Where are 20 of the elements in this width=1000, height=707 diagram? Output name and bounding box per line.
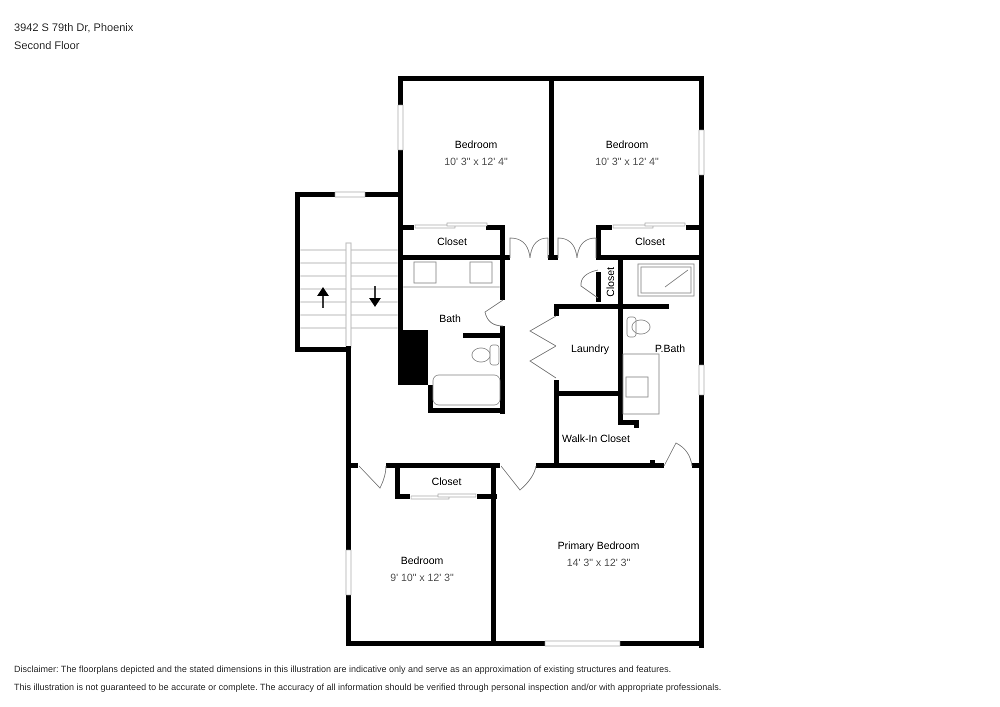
room-dimensions: 9' 10" x 12' 3"	[390, 572, 454, 585]
disclaimer-text: This illustration is not guaranteed to be accurate or complete. The accuracy of all information should be verified through personal inspection and/or with appropriate professionals.	[14, 681, 722, 694]
room-label: Closet	[635, 236, 665, 250]
room-label: P.Bath	[654, 343, 686, 357]
room-dimensions: 14' 3" x 12' 3"	[566, 556, 630, 570]
room-label: Closet	[432, 476, 462, 490]
room-label: Walk-In Closet	[562, 433, 630, 447]
room-label: Laundry	[571, 343, 609, 357]
room-label: Bath	[439, 313, 461, 327]
room-label: Closet	[437, 236, 467, 250]
disclaimer-text: Disclaimer: The floorplans depicted and the stated dimensions in this illustration are indicative only and serve as an approximation of existing structures and features.	[14, 663, 672, 676]
room-label: Bedroom	[400, 555, 444, 568]
room-dimensions: 10' 3" x 12' 4"	[595, 156, 659, 169]
room-label: Bedroom	[454, 139, 498, 152]
room-label: Primary Bedroom	[558, 540, 640, 554]
room-dimensions: 10' 3" x 12' 4"	[444, 156, 508, 169]
room-label: Bedroom	[606, 139, 648, 152]
room-label: Closet	[605, 267, 618, 297]
floor-name: Second Floor	[14, 39, 80, 54]
address-title: 3942 S 79th Dr, Phoenix	[14, 21, 134, 36]
